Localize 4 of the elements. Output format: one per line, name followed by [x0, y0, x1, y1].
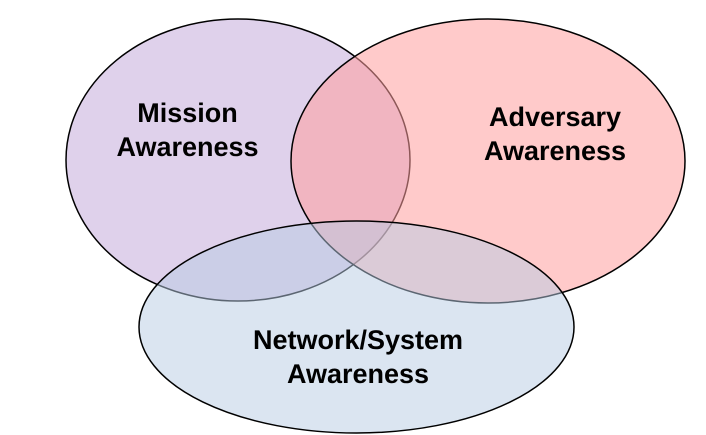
- ellipse-label: Mission Awareness: [115, 97, 260, 164]
- ellipse-label: Adversary Awareness: [482, 101, 628, 168]
- ellipse-label: Network/System Awareness: [252, 324, 464, 391]
- venn-ellipse: [138, 220, 575, 434]
